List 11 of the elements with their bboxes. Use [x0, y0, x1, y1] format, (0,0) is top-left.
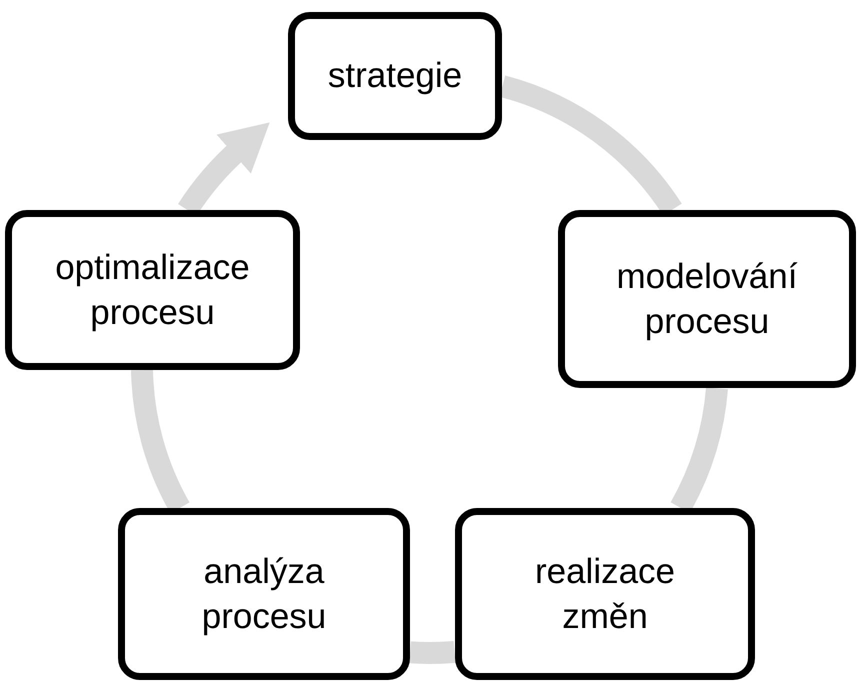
process-box: [288, 12, 502, 140]
process-box: [5, 210, 300, 370]
process-box: [118, 508, 410, 680]
process-box: [558, 210, 856, 388]
cycle-arc: [410, 640, 456, 664]
process-box: [455, 508, 755, 680]
box-label: strategie: [328, 55, 462, 98]
box-label: analýza procesu: [200, 550, 328, 638]
box-label: modelování procesu: [616, 256, 798, 343]
box-label: optimalizace procesu: [54, 246, 251, 334]
box-label: realizace změn: [534, 550, 676, 638]
